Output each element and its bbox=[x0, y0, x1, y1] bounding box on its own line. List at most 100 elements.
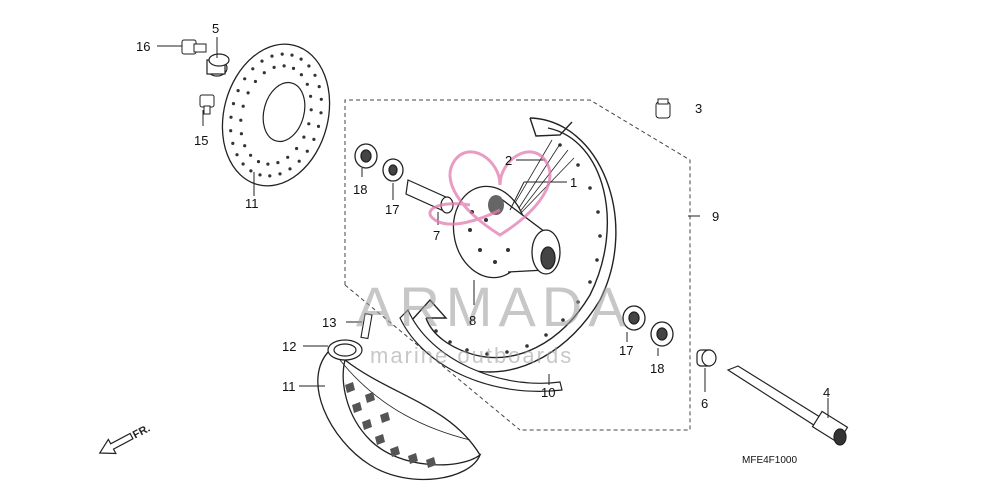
disk-hole bbox=[241, 162, 245, 166]
disk-hole bbox=[319, 97, 323, 101]
rim-hole bbox=[596, 210, 600, 214]
rim-strap bbox=[360, 313, 373, 340]
side-collar-6 bbox=[696, 349, 717, 367]
disk-hole bbox=[266, 162, 270, 166]
disk-hole bbox=[270, 54, 274, 58]
rim-hole bbox=[434, 329, 438, 333]
disk-hole bbox=[309, 94, 313, 98]
callout-10: 10 bbox=[541, 385, 555, 400]
disk-hole bbox=[307, 122, 311, 126]
disk-hole bbox=[278, 172, 282, 176]
brake-disk bbox=[221, 43, 331, 187]
disk-hole bbox=[235, 153, 239, 157]
inner-tube bbox=[327, 339, 363, 361]
disk-hole bbox=[272, 65, 276, 69]
callout-11-disk: 11 bbox=[245, 196, 259, 211]
disk-hole bbox=[291, 66, 296, 70]
disk-hole bbox=[282, 64, 286, 68]
disk-hole bbox=[246, 91, 250, 95]
callout-9: 9 bbox=[712, 209, 719, 224]
disk-hole bbox=[239, 118, 243, 122]
valve-cap bbox=[655, 98, 671, 119]
disk-hole bbox=[299, 57, 303, 61]
disk-hole bbox=[307, 64, 311, 68]
diagram-code: MFE4F1000 bbox=[742, 455, 797, 466]
callout-1: 1 bbox=[570, 175, 577, 190]
disk-hole bbox=[305, 149, 309, 153]
disk-hole bbox=[313, 73, 317, 77]
callout-2: 2 bbox=[505, 153, 512, 168]
rim-band bbox=[399, 308, 563, 392]
disk-hole bbox=[260, 59, 264, 63]
disk-hole bbox=[241, 104, 245, 108]
disk-hole bbox=[268, 174, 272, 178]
disk-bolt bbox=[181, 39, 207, 55]
leader-lines bbox=[157, 37, 829, 418]
disk-hole bbox=[229, 129, 233, 133]
disk-hole bbox=[297, 159, 301, 163]
disk-hole bbox=[239, 132, 243, 136]
callout-15: 15 bbox=[194, 133, 208, 148]
disk-hole bbox=[258, 173, 262, 177]
svg-text:FR.: FR. bbox=[131, 422, 152, 441]
rim-hole bbox=[576, 300, 580, 304]
disk-hole bbox=[302, 135, 306, 139]
disk-hole bbox=[305, 82, 309, 86]
watermark-title: ARMADA bbox=[356, 275, 632, 338]
rim-hole bbox=[544, 333, 548, 337]
callout-16: 16 bbox=[136, 39, 150, 54]
rim-hole bbox=[576, 163, 580, 167]
disk-hole bbox=[295, 146, 299, 151]
rim-hole bbox=[465, 348, 469, 352]
disk-hole bbox=[290, 53, 294, 57]
disk-hole bbox=[231, 102, 236, 106]
callout-13: 13 bbox=[322, 315, 336, 330]
callout-3: 3 bbox=[695, 101, 702, 116]
disk-hole bbox=[280, 52, 284, 56]
rim-hole bbox=[588, 186, 592, 190]
callout-17-left: 17 bbox=[385, 202, 399, 217]
disk-hole bbox=[276, 161, 280, 165]
callout-17-right: 17 bbox=[619, 343, 633, 358]
disk-hole bbox=[243, 144, 247, 148]
disk-hole bbox=[317, 85, 321, 89]
disk-hole bbox=[236, 89, 240, 93]
rim-hole bbox=[448, 340, 452, 344]
callout-4: 4 bbox=[823, 385, 830, 400]
callout-12: 12 bbox=[282, 339, 296, 354]
dust-seal-left bbox=[354, 143, 378, 169]
front-direction-arrow: FR. bbox=[98, 422, 152, 455]
rim-hole bbox=[485, 352, 489, 356]
disk-hole bbox=[316, 124, 321, 128]
disk-hole bbox=[312, 137, 316, 141]
callout-18-right: 18 bbox=[650, 361, 664, 376]
bearing-right bbox=[622, 305, 646, 331]
bearing-left bbox=[382, 158, 404, 182]
rim-spoke-holes bbox=[434, 143, 602, 356]
rim-hole bbox=[561, 318, 565, 322]
callouts: 16 5 15 11 3 2 1 9 18 17 7 8 10 17 18 6 … bbox=[136, 21, 830, 466]
callout-11-tire: 11 bbox=[282, 379, 296, 394]
disk-hole bbox=[286, 155, 290, 159]
callout-6: 6 bbox=[701, 396, 708, 411]
disk-hole bbox=[231, 141, 235, 145]
callout-7: 7 bbox=[433, 228, 440, 243]
side-collar-5 bbox=[206, 53, 230, 77]
callout-18-left: 18 bbox=[353, 182, 367, 197]
disk-hole bbox=[249, 169, 253, 173]
disk-hole bbox=[309, 108, 313, 112]
callout-8: 8 bbox=[469, 313, 476, 328]
distance-collar bbox=[405, 179, 454, 214]
disk-hole bbox=[262, 71, 266, 75]
disk-hole bbox=[288, 167, 292, 171]
disk-hole bbox=[249, 153, 253, 157]
rim-hole bbox=[588, 280, 592, 284]
watermark-logo-mark bbox=[428, 150, 552, 237]
watermark-subtitle: marine outboards bbox=[370, 343, 573, 368]
dust-seal-right bbox=[650, 321, 674, 347]
disk-hole bbox=[243, 77, 247, 81]
callout-5: 5 bbox=[212, 21, 219, 36]
rim-hole bbox=[505, 350, 509, 354]
rim-hole bbox=[595, 258, 599, 262]
